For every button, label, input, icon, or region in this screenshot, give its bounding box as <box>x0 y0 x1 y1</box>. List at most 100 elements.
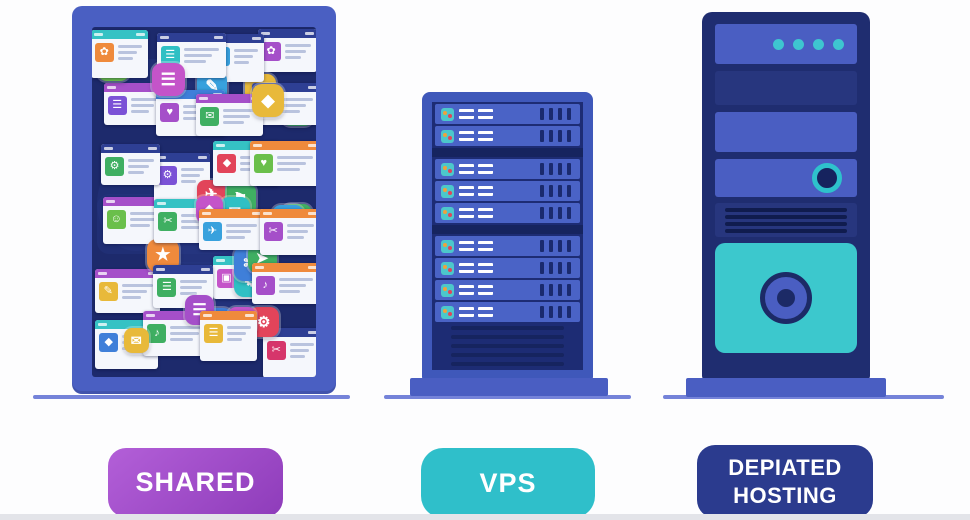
rack-label-bars <box>459 186 493 196</box>
rack-led-icon <box>441 239 454 253</box>
card-thumb-icon: ✎ <box>98 282 118 302</box>
rack-slots <box>540 108 571 120</box>
rack-label-bars <box>459 285 493 295</box>
rack-slots <box>540 240 571 252</box>
power-button-icon <box>812 163 842 193</box>
rack-led-icon <box>441 283 454 297</box>
card-thumb-icon: ◆ <box>99 332 119 352</box>
rack-divider <box>432 225 583 234</box>
led-dot-icon <box>773 38 784 50</box>
rack-unit <box>435 181 580 201</box>
floor-line-dedicated <box>663 395 944 399</box>
dedicated-label-line1: DEPIATED <box>728 455 842 480</box>
rack-led-icon <box>441 206 454 220</box>
blank-panel <box>715 112 857 152</box>
rack-label-bars <box>459 208 493 218</box>
rack-label-bars <box>459 131 493 141</box>
rack-unit <box>435 258 580 278</box>
mini-website-card: ☰ <box>200 311 258 362</box>
card-thumb-icon: ☰ <box>160 45 180 65</box>
rack-led-icon <box>441 107 454 121</box>
rack-unit <box>435 203 580 223</box>
rack-unit <box>435 126 580 146</box>
rack-led-icon <box>441 162 454 176</box>
rack-unit <box>435 280 580 300</box>
floor-line-vps <box>384 395 631 399</box>
shared-board: ☰✦✿▣✂☺✂⚙◆✎✉➤⚙➤✂♥✿⚙★✂⚙▣⚑✈☰✉⚙◆✂✎♥⚑☰◆☎☁✉➤♪◆… <box>92 27 316 377</box>
speaker-door-panel <box>715 243 857 353</box>
vps-label-text: VPS <box>479 467 537 498</box>
card-thumb-icon: ☰ <box>204 324 224 344</box>
app-icon: ☰ <box>151 63 185 97</box>
rack-unit <box>435 302 580 322</box>
rack-unit <box>435 104 580 124</box>
rack-slots <box>540 262 571 274</box>
mini-website-card: ♥ <box>250 140 316 187</box>
mini-website-card: ✈ <box>198 209 264 251</box>
led-dot-icon <box>833 38 844 50</box>
app-icon: ◆ <box>251 84 285 117</box>
dedicated-label-line2: HOSTING <box>733 482 837 508</box>
rack-label-bars <box>459 109 493 119</box>
rack-slots <box>540 163 571 175</box>
card-thumb-icon: ♥ <box>254 153 274 173</box>
vps-vent-grill <box>435 326 580 366</box>
dedicated-server-base <box>686 378 886 397</box>
card-thumb-icon: ♪ <box>147 324 167 344</box>
card-thumb-icon: ✈ <box>202 222 222 242</box>
bottom-edge-strip <box>0 514 970 520</box>
card-thumb-icon: ☰ <box>107 96 127 116</box>
card-thumb-icon: ♥ <box>160 102 180 122</box>
mini-website-card: ✎ <box>94 269 160 313</box>
mini-website-card: ✂ <box>259 209 316 255</box>
led-dot-icon <box>793 38 804 50</box>
dedicated-tower-server <box>702 12 870 380</box>
rack-label-bars <box>459 263 493 273</box>
dedicated-label: DEPIATED HOSTING <box>697 445 873 518</box>
card-thumb-icon: ✉ <box>200 106 220 126</box>
rack-slots <box>540 185 571 197</box>
led-dot-icon <box>813 38 824 50</box>
rack-label-bars <box>459 307 493 317</box>
card-thumb-icon: ⚙ <box>105 157 125 177</box>
shared-hosting-panel: ☰✦✿▣✂☺✂⚙◆✎✉➤⚙➤✂♥✿⚙★✂⚙▣⚑✈☰✉⚙◆✂✎♥⚑☰◆☎☁✉➤♪◆… <box>72 6 336 394</box>
rack-slots <box>540 207 571 219</box>
shared-label: SHARED <box>108 448 283 517</box>
speaker-icon <box>760 272 812 324</box>
card-thumb-icon: ✿ <box>94 42 114 62</box>
rack-slots <box>540 284 571 296</box>
card-thumb-icon: ✂ <box>158 211 178 231</box>
app-icon: ✉ <box>123 327 149 354</box>
rack-unit <box>435 159 580 179</box>
rack-unit <box>435 236 580 256</box>
dedicated-vent-grill <box>715 203 857 237</box>
rack-label-bars <box>459 241 493 251</box>
blank-dark-panel <box>715 71 857 105</box>
mini-website-card: ⚙ <box>101 144 160 186</box>
vps-rack-stack <box>432 104 583 322</box>
rack-led-icon <box>441 261 454 275</box>
mini-website-card: ✿ <box>257 28 316 72</box>
rack-slots <box>540 130 571 142</box>
rack-divider <box>432 148 583 157</box>
card-thumb-icon: ✿ <box>261 41 281 61</box>
shared-label-text: SHARED <box>135 467 256 497</box>
power-panel <box>715 159 857 197</box>
mini-website-card: ♪ <box>251 262 316 304</box>
card-thumb-icon: ☺ <box>106 210 126 230</box>
mini-website-card: ⚙ <box>154 152 211 203</box>
card-thumb-icon: ✂ <box>266 341 286 361</box>
status-panel <box>715 24 857 64</box>
rack-led-icon <box>441 305 454 319</box>
card-thumb-icon: ✂ <box>263 222 283 242</box>
rack-label-bars <box>459 164 493 174</box>
card-thumb-icon: ◆ <box>217 154 237 174</box>
vps-server-base <box>410 378 608 396</box>
floor-line-shared <box>33 395 350 399</box>
card-thumb-icon: ☰ <box>157 277 177 297</box>
rack-slots <box>540 306 571 318</box>
rack-led-icon <box>441 184 454 198</box>
vps-rack-server <box>422 92 593 380</box>
rack-led-icon <box>441 129 454 143</box>
